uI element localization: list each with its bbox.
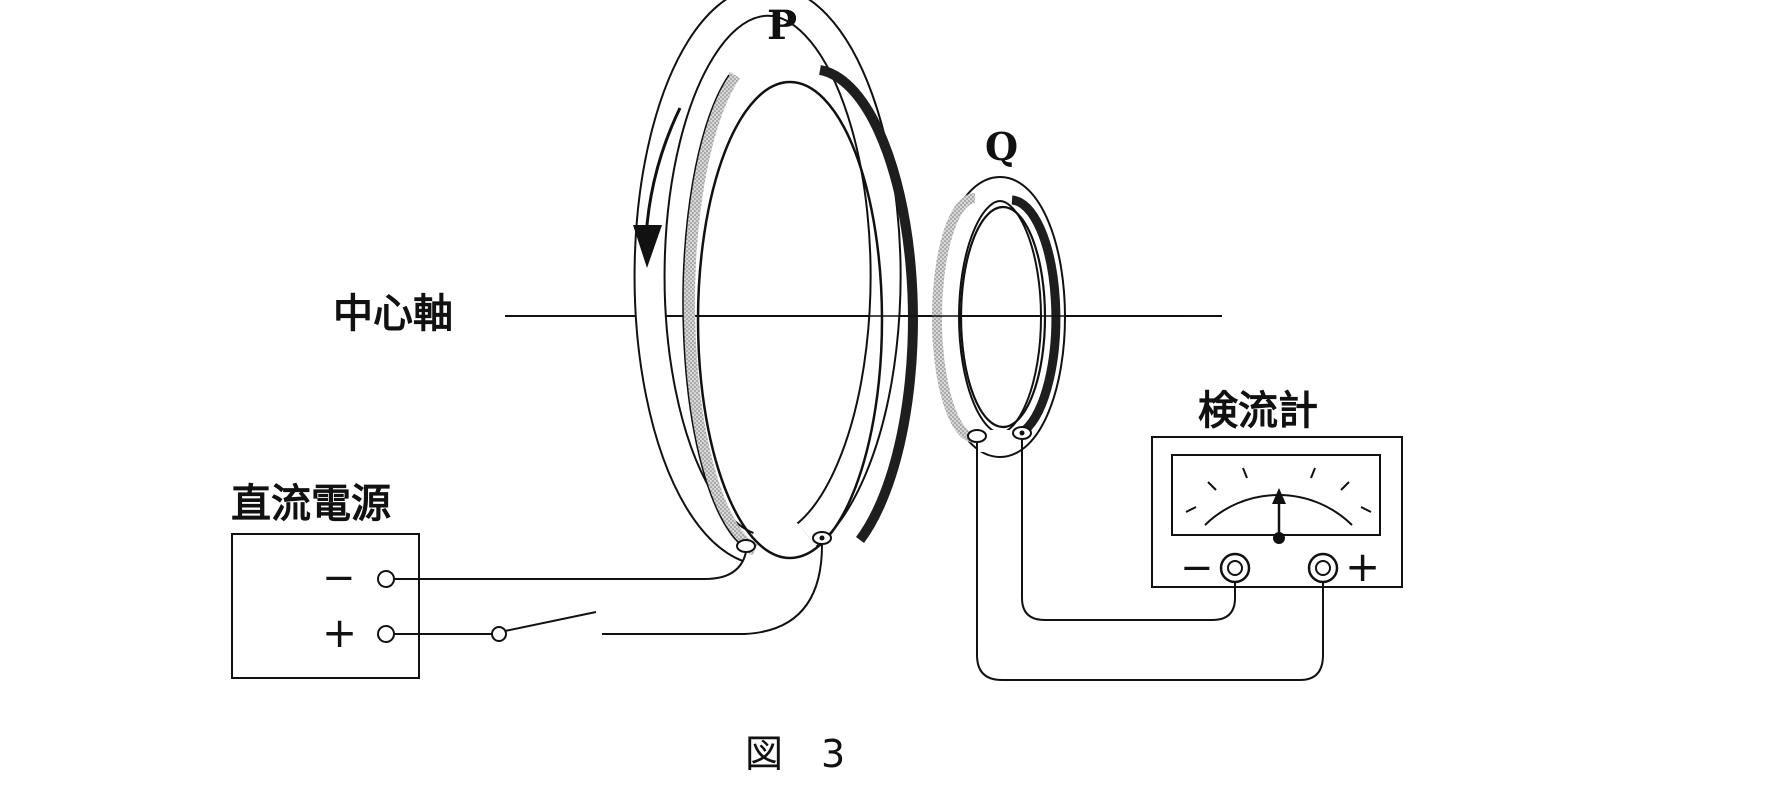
coil-q	[932, 176, 1066, 458]
galvanometer	[1151, 436, 1403, 588]
wire-negative-to-coil-p	[394, 551, 747, 580]
meter-positive-sign: +	[1345, 542, 1381, 591]
supply-negative-terminal	[377, 570, 395, 588]
power-supply-label: 直流電源	[231, 481, 391, 527]
coil-p	[633, 0, 918, 562]
supply-positive-sign: +	[322, 608, 358, 657]
wire-coil-q-to-meter-negative	[1021, 440, 1236, 621]
switch-lever[interactable]	[504, 611, 597, 632]
wire-switch-to-coil-p	[602, 544, 823, 635]
current-direction-arrow	[633, 107, 682, 268]
coil-p-label: P	[767, 2, 798, 49]
wire-coil-q-to-meter-positive	[976, 442, 1324, 681]
switch-pivot	[491, 626, 507, 642]
figure-caption: 図 3	[745, 732, 846, 776]
galvanometer-label: 検流計	[1198, 388, 1318, 434]
dc-power-supply-box	[231, 533, 420, 679]
supply-positive-terminal	[377, 625, 395, 643]
supply-negative-sign: −	[322, 555, 356, 601]
coil-q-label: Q	[985, 124, 1019, 169]
axis-label: 中心軸	[333, 291, 453, 337]
meter-negative-sign: −	[1180, 545, 1214, 591]
